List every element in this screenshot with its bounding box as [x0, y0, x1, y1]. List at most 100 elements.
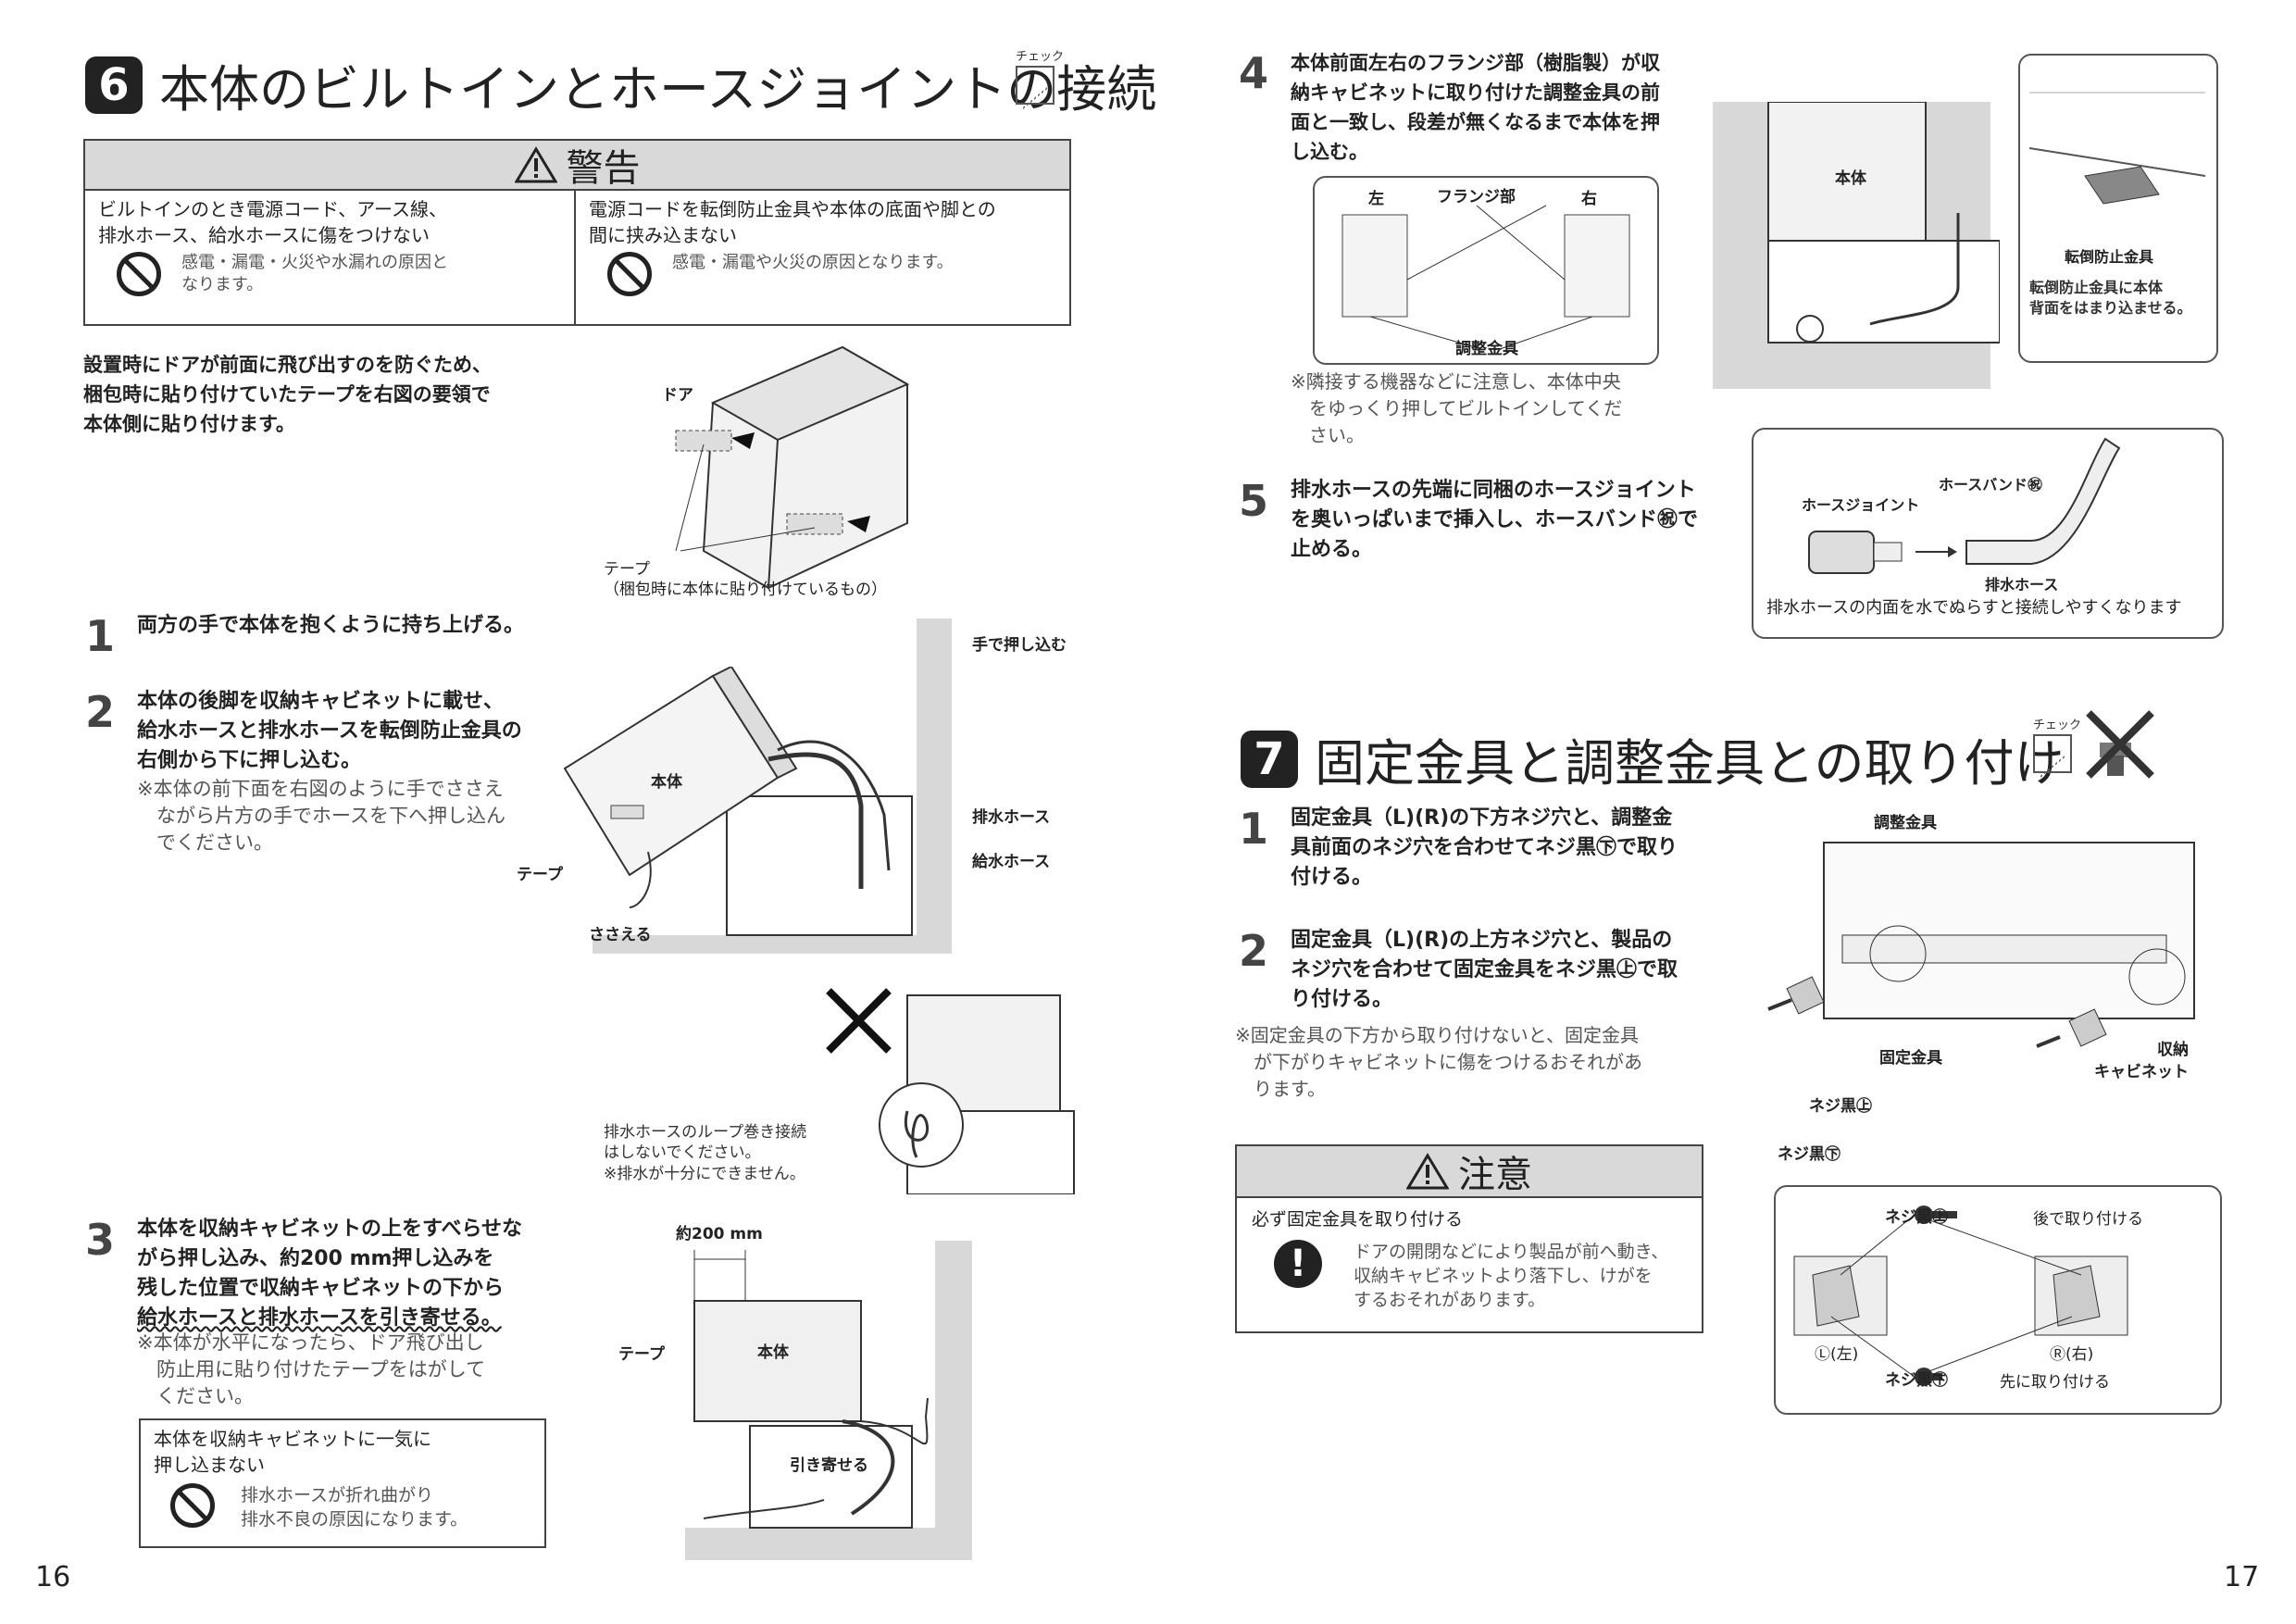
wall-3 — [935, 1241, 972, 1560]
loop-prohibited-figure — [826, 988, 1075, 1194]
section-7-title: 7 固定金具と調整金具との取り付け — [1241, 722, 2064, 795]
step-3-text: 本体を収納キャビネットの上をすべらせな がら押し込み、約200 mm押し込みを … — [137, 1215, 522, 1333]
caution-box-left: 本体を収納キャビネットに一気に 押し込まない 排水ホースが折れ曲がり 排水不良の… — [139, 1418, 546, 1548]
s7-step-1-number: 1 — [1239, 804, 1269, 854]
caution-title: 本体を収納キャビネットに一気に 押し込まない — [154, 1428, 431, 1476]
page-number-right: 17 — [2224, 1561, 2260, 1593]
check-square-icon — [1016, 66, 1054, 105]
section-heading: 固定金具と調整金具との取り付け — [1315, 734, 2065, 793]
warning-note-2: 感電・漏電や火災の原因となります。 — [672, 253, 954, 272]
hose-joint-panel — [1752, 428, 2224, 639]
short-screw-label: ネジ黒㊦ — [1778, 1145, 1841, 1164]
wall — [917, 618, 952, 952]
caution-note-right: ドアの開閉などにより製品が前へ動き、 収納キャビネットより落下し、けがを するお… — [1354, 1242, 1669, 1310]
prohibited-icon — [607, 252, 652, 296]
tip-figure — [2028, 92, 2206, 205]
lift-figure — [563, 667, 913, 936]
caution-heading: 注意 — [1458, 1154, 1532, 1196]
flange-detail-panel — [1313, 176, 1659, 365]
step-2-text: 本体の後脚を収納キャビネットに載せ、 給水ホースと排水ホースを転倒防止金具の 右… — [137, 690, 522, 772]
warning-box: 警告 ビルトインのとき電源コード、アース線、 排水ホース、給水ホースに傷をつけな… — [83, 139, 1071, 326]
prohibited-icon — [170, 1483, 215, 1528]
support-label: ささえる — [589, 926, 652, 944]
body-label: 本体 — [651, 773, 682, 792]
step-3-number: 3 — [85, 1215, 116, 1265]
loop-note: 排水ホースのループ巻き接続 はしないでください。 — [604, 1123, 807, 1162]
pull-label: 引き寄せる — [790, 1456, 868, 1475]
supply-hose-label: 給水ホース — [972, 853, 1051, 871]
intro-text: 設置時にドアが前面に飛び出すのを防ぐため、 梱包時に貼り付けていたテープを右図の… — [83, 354, 492, 435]
warning-heading: 警告 — [566, 147, 641, 190]
right-label: 右 — [1581, 190, 1597, 208]
flange-label: フランジ部 — [1437, 188, 1516, 206]
loop-note-2: ※排水が十分にできません。 — [604, 1165, 805, 1183]
adjuster-label: 調整金具 — [1455, 340, 1518, 358]
push-label: 手で押し込む — [972, 636, 1067, 655]
step-4-number: 4 — [1239, 48, 1269, 98]
step-3-text-main: 本体を収納キャビネットの上をすべらせな がら押し込み、約200 mm押し込みを … — [137, 1218, 523, 1300]
door-label: ドア — [662, 386, 693, 405]
install-figure — [1767, 102, 2000, 344]
step-5-number: 5 — [1239, 476, 1269, 526]
check-square-icon — [2033, 734, 2072, 773]
tape-label-2: テープ — [517, 866, 563, 884]
hose-tip-note: 排水ホースの内面を水でぬらすと接続しやすくなります — [1766, 598, 2182, 618]
screw-detail-panel — [1774, 1185, 2222, 1415]
warning-triangle-icon — [1406, 1153, 1449, 1190]
section-heading: 本体のビルトインとホースジョイントの接続 — [159, 60, 1157, 119]
drain-hose-label-5: 排水ホース — [1985, 576, 2059, 593]
hose-band-label: ホースバンド㊗ — [1939, 476, 2043, 493]
tape-figure — [675, 345, 910, 590]
floor-3 — [685, 1528, 972, 1560]
step-2-number: 2 — [85, 687, 116, 737]
tip-label: 転倒防止金具 — [2065, 248, 2154, 266]
section-number: 6 — [85, 56, 143, 114]
step-4-note: ※隣接する機器などに注意し、本体中央 をゆっくり押してビルトインしてくだ さい。 — [1291, 370, 1623, 446]
tip-note: 転倒防止金具に本体 背面をはまり込ませる。 — [2029, 279, 2192, 317]
s7-step-2-text: 固定金具（L)(R)の上方ネジ穴と、製品の ネジ穴を合わせて固定金具をネジ黒㊤で… — [1291, 929, 1678, 1011]
caution-header: 注意 — [1237, 1146, 1702, 1198]
screw-detail-figure — [1793, 1206, 2128, 1386]
no-power-drill-icon — [2086, 710, 2154, 779]
right-bracket-label: Ⓡ(右) — [2050, 1345, 2094, 1364]
check-label: チェック — [2033, 718, 2082, 732]
hose-joint-label: ホースジョイント — [1802, 496, 1920, 514]
warning-item-1: ビルトインのとき電源コード、アース線、 排水ホース、給水ホースに傷をつけない — [98, 198, 447, 246]
body-label-3: 本体 — [757, 1343, 789, 1362]
step-3-note: ※本体が水平になったら、ドア飛び出し 防止用に貼り付けたテープをはがして くださ… — [137, 1331, 486, 1407]
floor — [593, 935, 952, 954]
section-number: 7 — [1241, 730, 1298, 788]
left-bracket-label: Ⓛ(左) — [1815, 1345, 1859, 1364]
attach-first-label: 先に取り付ける — [2000, 1373, 2110, 1392]
tip-detail-panel — [2018, 54, 2218, 363]
warning-note-1: 感電・漏電・火災や水漏れの原因と なります。 — [181, 253, 448, 294]
flange-figure — [1341, 205, 1630, 350]
caution-box: 注意 必ず固定金具を取り付ける ! ドアの開閉などにより製品が前へ動き、 収納キ… — [1235, 1144, 1703, 1333]
check-box-7[interactable]: チェック — [2033, 715, 2081, 773]
attach-later-label: 後で取り付ける — [2033, 1210, 2143, 1229]
fixing-bracket-label: 固定金具 — [1879, 1049, 1942, 1068]
slide-figure — [693, 1250, 929, 1529]
s7-step-2-number: 2 — [1239, 926, 1269, 976]
long-screw-detail-label: ネジ黒㊤ — [1885, 1208, 1948, 1227]
tape-note: （梱包時に本体に貼り付けているもの） — [604, 581, 887, 599]
step-1-text: 両方の手で本体を抱くように持ち上げる。 — [137, 614, 525, 637]
fixing-figure — [1767, 842, 2195, 1048]
check-box[interactable]: チェック — [1016, 46, 1064, 105]
body-label-4: 本体 — [1835, 169, 1866, 188]
tape-label: テープ — [604, 560, 650, 579]
hose-joint-figure — [1808, 437, 2121, 574]
short-screw-detail-label: ネジ黒㊦ — [1885, 1371, 1948, 1390]
s7-note: ※固定金具の下方から取り付けないと、固定金具 が下がりキャビネットに傷をつけるお… — [1235, 1024, 1642, 1100]
page-number-left: 16 — [35, 1561, 71, 1593]
exclamation-icon: ! — [1274, 1240, 1322, 1288]
step-3-text-emphasis: 給水ホースと排水ホースを引き寄せる。 — [137, 1306, 502, 1330]
warning-triangle-icon — [514, 146, 557, 183]
caution-note: 排水ホースが折れ曲がり 排水不良の原因になります。 — [241, 1485, 468, 1530]
prohibited-icon — [117, 252, 161, 296]
step-2-note: ※本体の前下面を右図のように手でささえ ながら片方の手でホースを下へ押し込ん で… — [137, 778, 505, 854]
caution-title-right: 必ず固定金具を取り付ける — [1252, 1209, 1464, 1230]
check-label: チェック — [1016, 50, 1065, 64]
section-6-title: 6 本体のビルトインとホースジョイントの接続 — [85, 48, 1156, 121]
step-5-text: 排水ホースの先端に同梱のホースジョイント を奥いっぱいまで挿入し、ホースバンド㊗… — [1291, 479, 1699, 561]
